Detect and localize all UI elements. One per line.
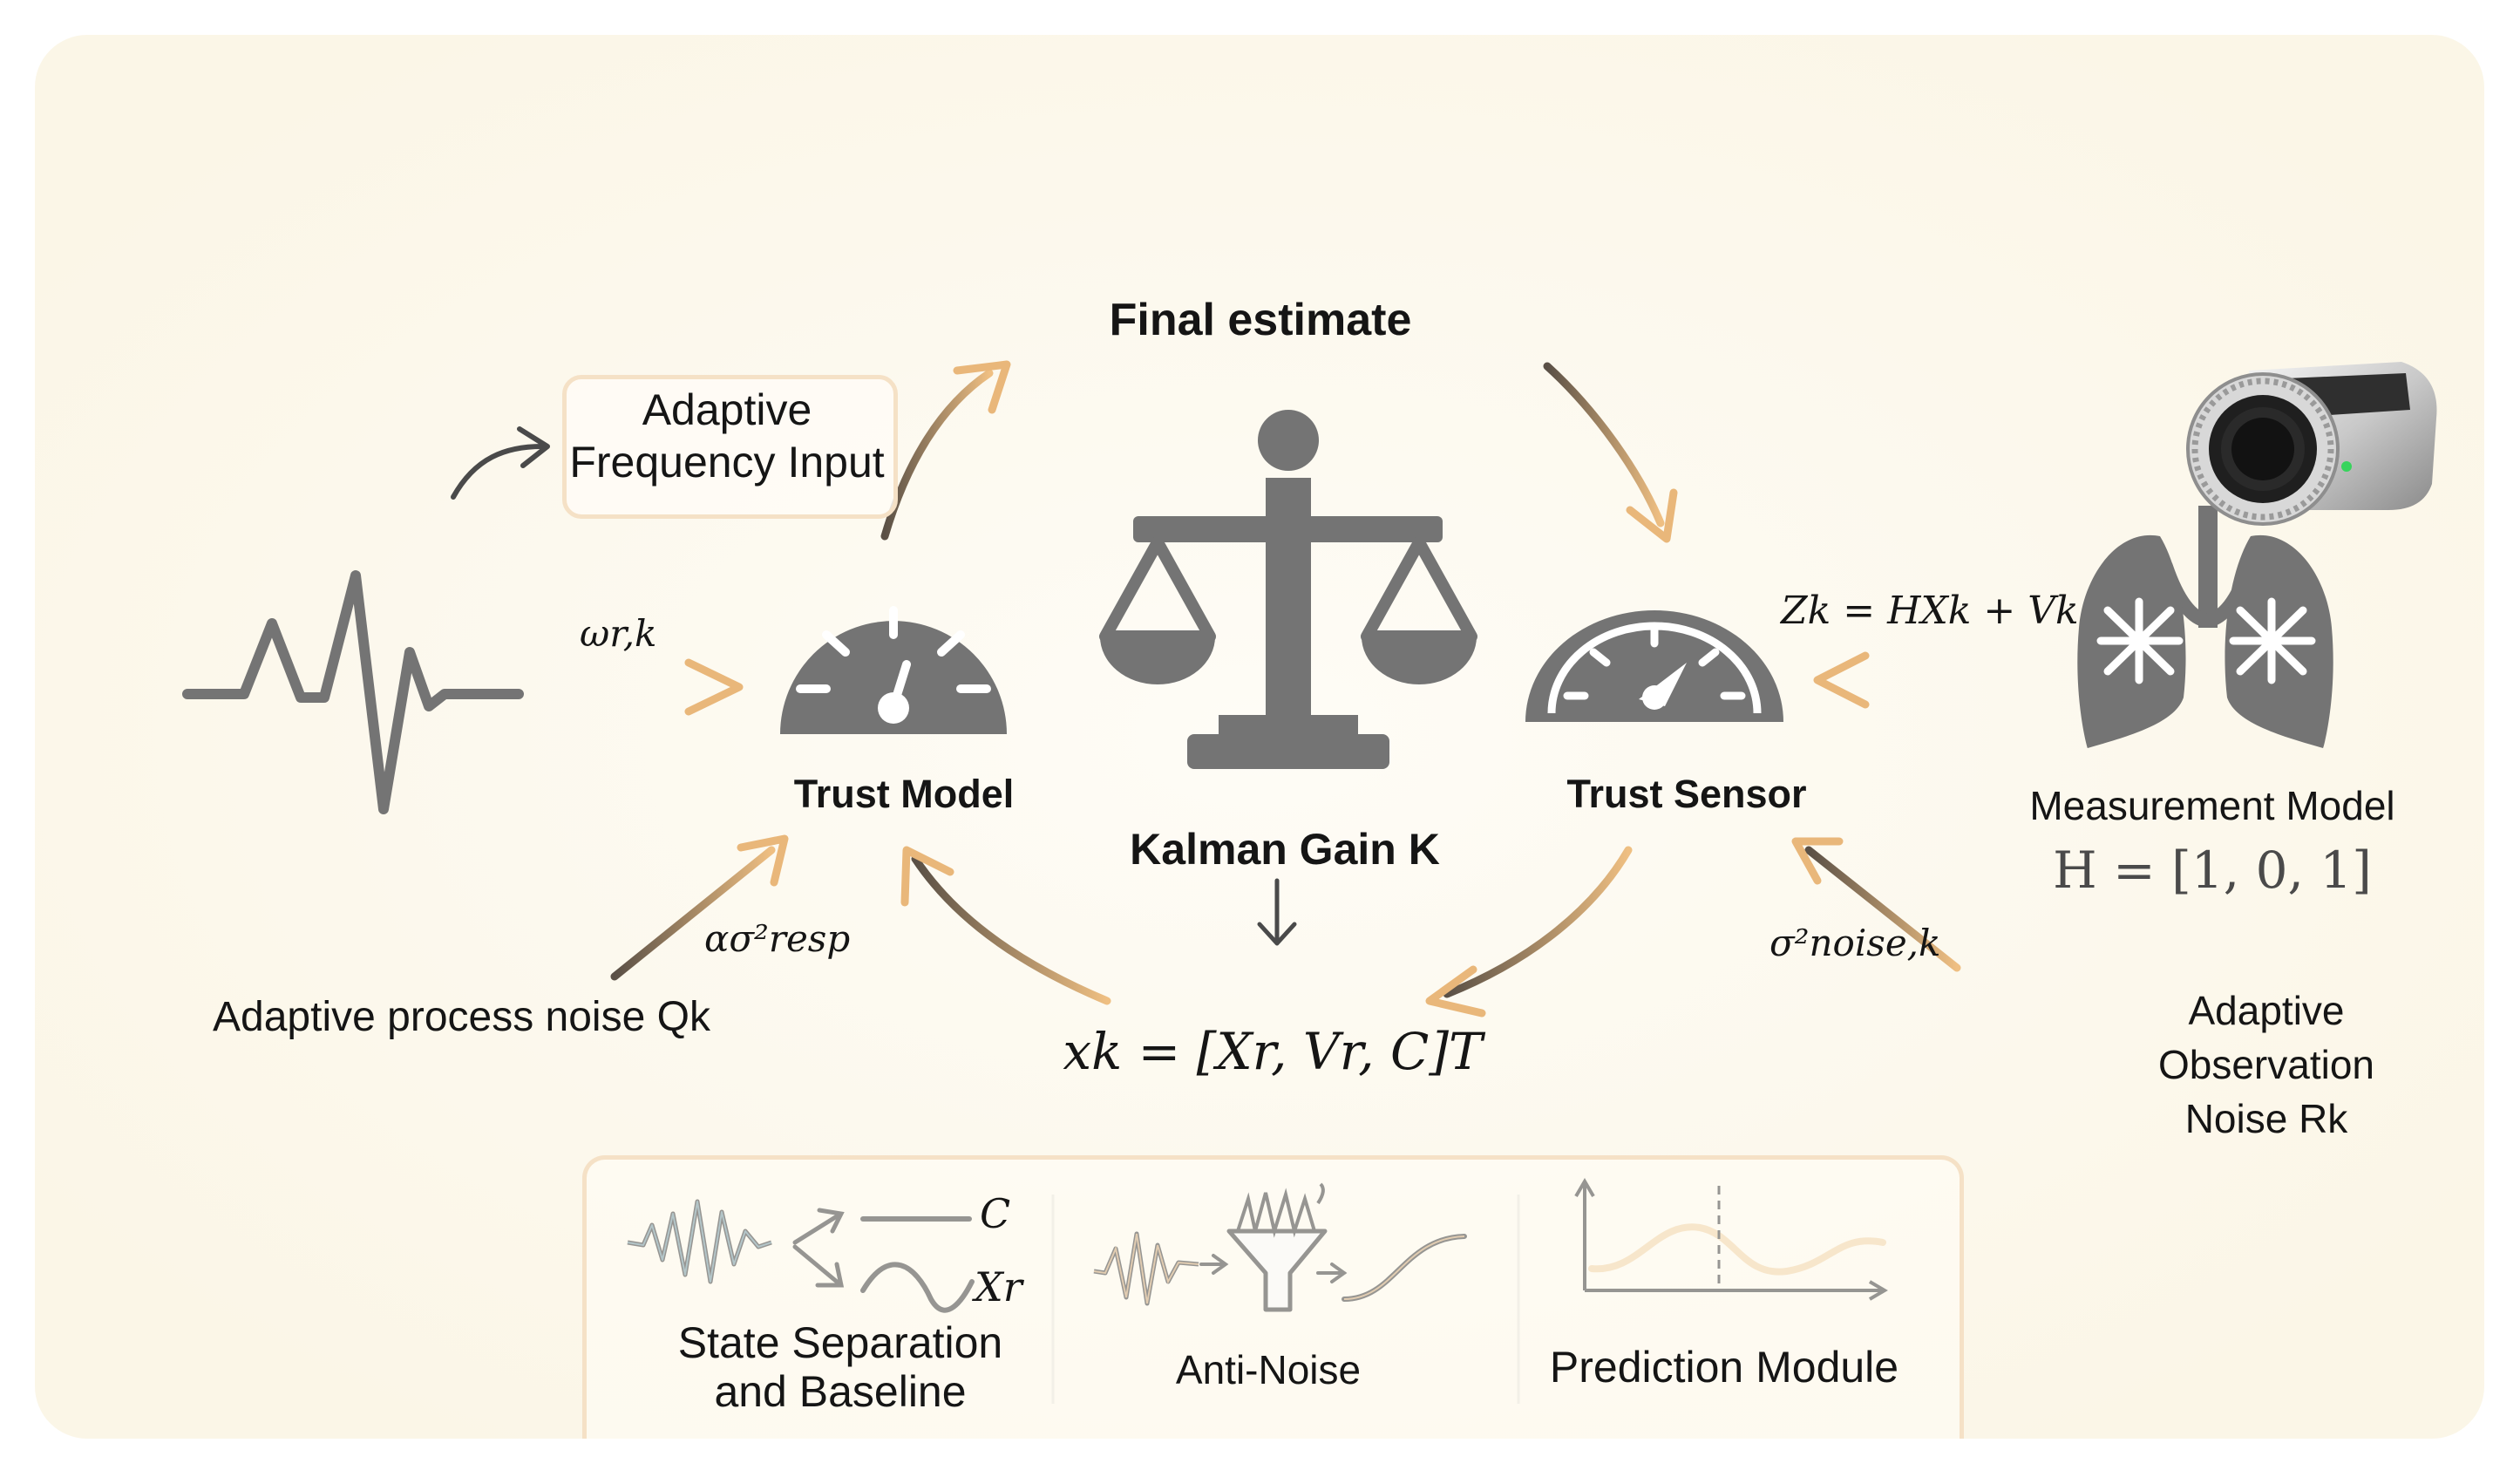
arrows <box>451 360 1961 1018</box>
final-estimate-title: Final estimate <box>1109 295 1412 345</box>
lungs-icon <box>2077 506 2333 749</box>
arrow-measurement-to-trust-sensor <box>1813 651 1926 709</box>
kalman-gain-label: Kalman Gain K <box>1130 825 1440 874</box>
wearable-sensor-device-icon <box>2186 362 2437 526</box>
heartbeat-signal-icon <box>182 570 524 814</box>
state-separation-label: State Separation and Baseline <box>677 1318 1003 1416</box>
prediction-module-label: Prediction Module <box>1549 1343 1899 1392</box>
arrow-final-estimate-to-trust-sensor <box>1543 362 1678 543</box>
measurement-matrix-equation: H = [1, 0, 1] <box>2053 841 2372 900</box>
arrow-into-frequency-box <box>451 426 550 500</box>
balance-scale-icon <box>1099 410 1477 769</box>
arrow-signal-to-trust-model <box>527 658 744 716</box>
adaptive-frequency-input-box <box>562 375 898 519</box>
observation-equation: Zk = HXk + Vk <box>1781 589 2079 633</box>
measurement-model-label: Measurement Model <box>2029 783 2395 828</box>
trust-sensor-gauge-icon <box>1525 610 1783 722</box>
trust-sensor-label: Trust Sensor <box>1566 772 1807 816</box>
anti-noise-label: Anti-Noise <box>1175 1347 1362 1392</box>
trust-model-gauge-icon <box>780 606 1007 734</box>
omega-symbol: ωr,k <box>580 612 657 655</box>
adaptive-frequency-input-label: Adaptive Frequency Input <box>569 385 885 487</box>
arrow-trust-sensor-to-state <box>1425 846 1633 1018</box>
trust-model-label: Trust Model <box>793 772 1015 816</box>
arrow-kalman-gain-to-state <box>1257 878 1297 946</box>
arrow-observation-noise-to-trust-sensor <box>1791 837 1961 972</box>
adaptive-process-noise-label: Adaptive process noise Qk <box>213 994 710 1040</box>
arrow-process-noise-to-trust-model <box>610 834 789 981</box>
process-noise-symbol: ασ²resp <box>704 917 851 960</box>
module-panel <box>582 1155 1964 1439</box>
adaptive-observation-noise-label: Adaptive Observation Noise Rk <box>2157 988 2374 1141</box>
state-vector-equation: xk = [Xr, Vr, C]T <box>1063 1022 1483 1081</box>
baseline-tag-c: C <box>980 1190 1011 1237</box>
arrow-state-to-trust-model <box>900 846 1111 1005</box>
respiration-tag-xr: Xr <box>975 1263 1022 1310</box>
observation-noise-symbol: σ²noise,k <box>1769 922 1941 964</box>
